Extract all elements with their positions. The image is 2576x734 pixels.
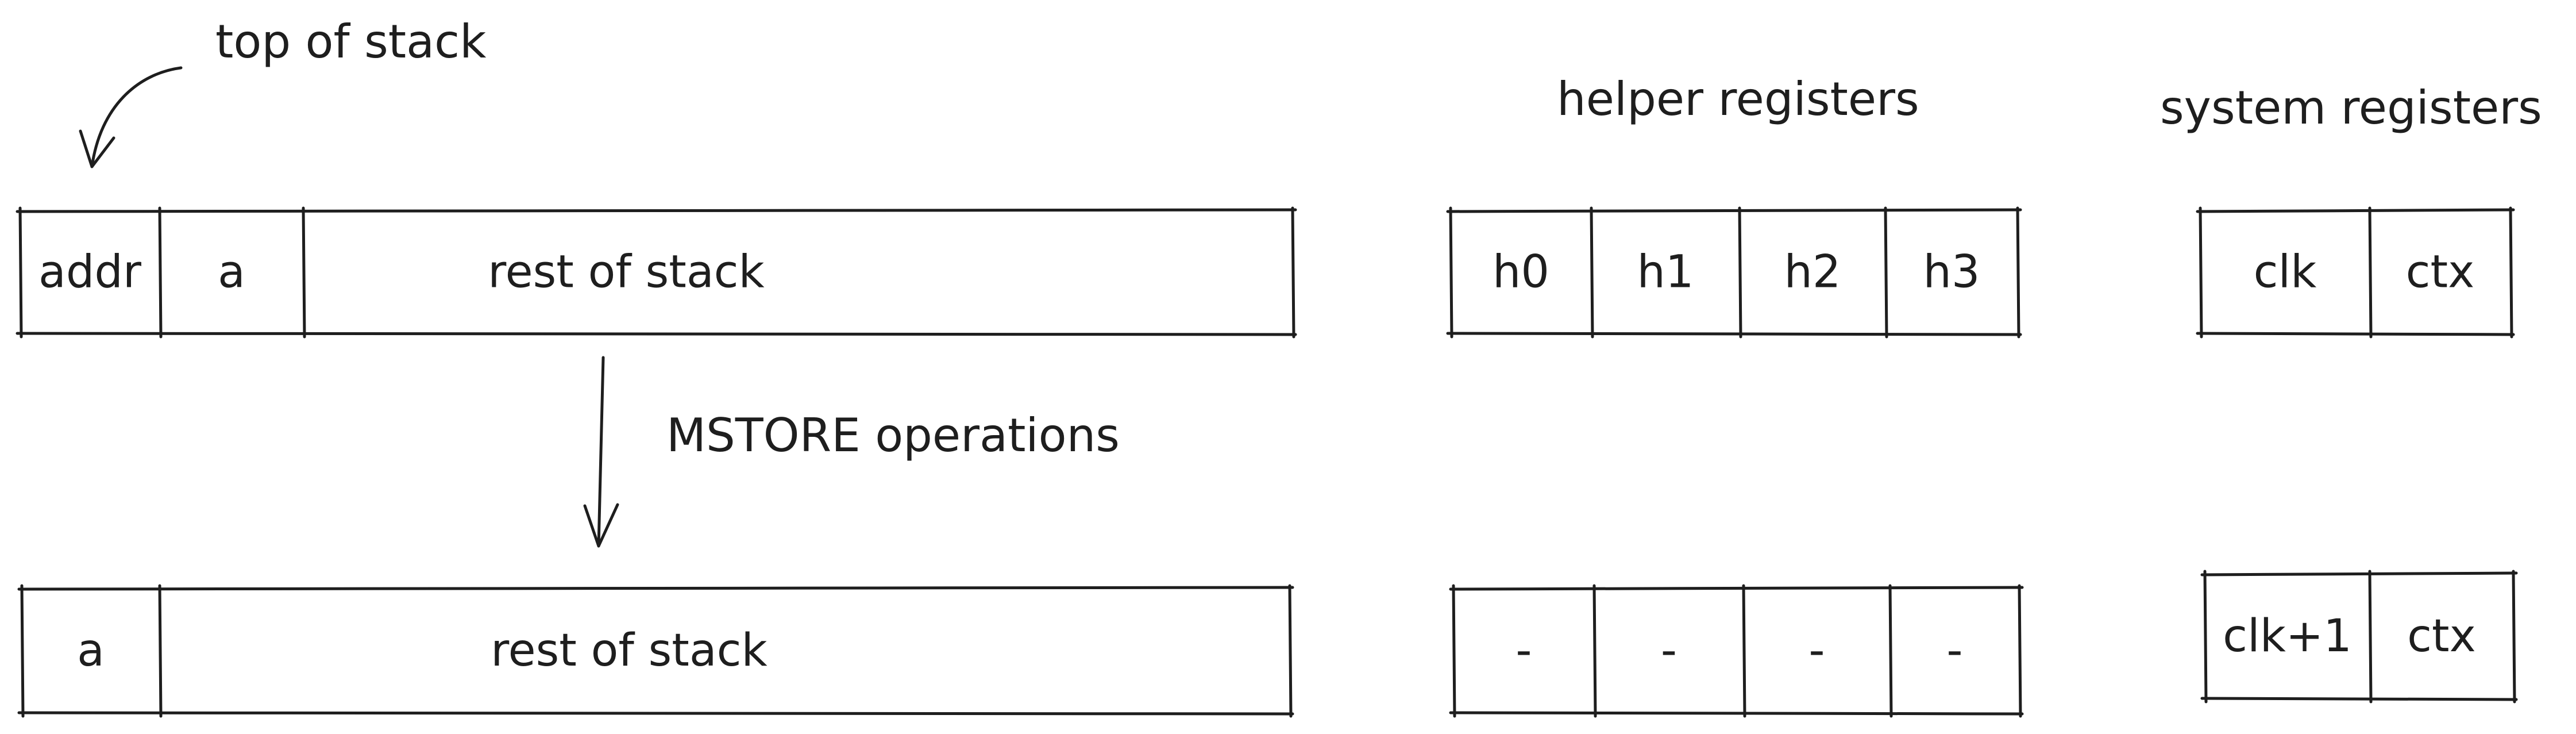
register-cell-value: rest of stack <box>488 246 764 298</box>
box-top-edge <box>2196 208 2515 213</box>
box-bottom-edge <box>1446 332 2022 336</box>
box-top-edge <box>1446 208 2022 213</box>
cell-divider <box>1590 206 1594 339</box>
box-top-edge <box>2200 571 2518 577</box>
register-cell-value: - <box>1661 625 1677 677</box>
helper-registers-after: ---- <box>1449 584 2024 718</box>
cell-divider <box>1742 584 1746 718</box>
system-registers-after: clk+1 ctx <box>2200 570 2518 704</box>
register-cell-value: h0 <box>1493 246 1549 298</box>
register-cell-value: ctx <box>2407 610 2476 662</box>
register-cell-value: h2 <box>1784 246 1841 298</box>
register-cell-value: - <box>1808 625 1825 677</box>
cell-divider <box>1738 206 1742 339</box>
stack-after: a rest of stack <box>17 584 1294 718</box>
box-left-edge <box>2199 206 2203 339</box>
register-cell-value: a <box>77 625 105 677</box>
box-right-edge <box>2016 206 2020 339</box>
register-cell-value: - <box>1515 625 1532 677</box>
register-cell-value: clk+1 <box>2223 610 2352 662</box>
cell-divider <box>2368 570 2373 704</box>
box-bottom-edge <box>2200 697 2518 701</box>
system-registers-label: system registers <box>2160 81 2542 134</box>
box-bottom-edge <box>2196 332 2515 336</box>
box-right-edge <box>1291 206 1295 339</box>
box-top-edge <box>1449 586 2024 591</box>
register-cell-value: addr <box>38 246 142 298</box>
operation-arrow <box>583 356 619 548</box>
box-left-edge <box>18 206 23 339</box>
box-right-edge <box>2512 570 2516 704</box>
box-top-edge <box>16 208 1297 213</box>
box-left-edge <box>2203 570 2208 704</box>
box-left-edge <box>1449 206 1453 339</box>
box-bottom-edge <box>17 711 1294 716</box>
box-left-edge <box>20 584 25 718</box>
stack-before: addr a rest of stack <box>16 206 1297 339</box>
box-right-edge <box>2018 584 2022 718</box>
top-of-stack-arrow <box>79 66 183 168</box>
register-cell-value: ctx <box>2406 246 2475 298</box>
cell-divider <box>1884 206 1888 339</box>
cell-divider <box>158 584 163 718</box>
cell-divider <box>158 206 163 339</box>
register-cell-value: h1 <box>1637 246 1694 298</box>
system-registers-before: clk ctx <box>2196 206 2515 339</box>
helper-registers-before: h0 h1 h2 h3 <box>1446 206 2022 339</box>
register-cell-value: a <box>218 246 245 298</box>
box-top-edge <box>17 586 1294 591</box>
register-cell-value: rest of stack <box>491 625 767 677</box>
register-cell-value: clk <box>2254 246 2317 298</box>
cell-divider <box>1592 584 1597 718</box>
helper-registers-label: helper registers <box>1557 72 1919 126</box>
box-left-edge <box>1452 584 1456 718</box>
top-of-stack-label: top of stack <box>215 15 487 68</box>
register-cell-value: h3 <box>1923 246 1980 298</box>
operation-label: MSTORE operations <box>666 409 1120 462</box>
cell-divider <box>2368 206 2373 339</box>
box-right-edge <box>2509 206 2513 339</box>
box-right-edge <box>1288 584 1293 718</box>
box-bottom-edge <box>1449 711 2024 716</box>
box-bottom-edge <box>16 332 1297 336</box>
cell-divider <box>302 206 306 339</box>
register-cell-value: - <box>1946 625 1962 677</box>
cell-divider <box>1888 584 1893 718</box>
